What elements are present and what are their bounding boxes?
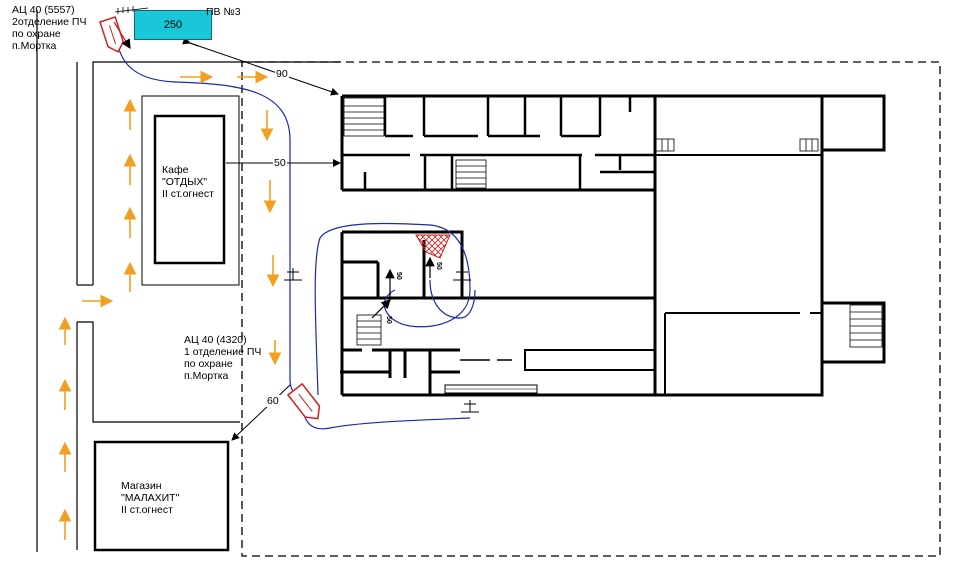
engine-1-line2: 2отделение ПЧ [12,16,87,28]
cafe-building [153,114,226,265]
top-wing-interior [342,96,655,190]
distance-leaders [182,36,341,441]
engine-2-line2: 1 отделение ПЧ [184,346,262,358]
nozzle-mark-1: 50 [395,272,402,280]
fire-engine-2 [286,382,321,420]
shop-line1: Магазин [121,480,162,492]
cafe-line2: "ОТДЫХ" [162,176,208,188]
hydrant-pillar-2 [453,268,471,281]
lower-stair [356,314,382,346]
road-lines [36,10,340,552]
cafe-line1: Кафе [162,164,189,176]
hydrant-pillar-1 [284,268,302,281]
shop-line2: "МАЛАХИТ" [121,492,180,504]
main-building-walls [340,94,886,397]
engine-1-line4: п.Мортка [12,40,57,52]
nozzle-mark-2: 50 [435,262,442,270]
lower-corridor [444,349,656,394]
engine-2-line3: по охране [184,358,233,370]
hydrant-pillar-3 [461,400,479,413]
fire-engine-1 [99,16,125,53]
hose-lines [114,29,476,430]
distance-90: 90 [275,68,289,80]
lower-wing-walls [340,230,655,395]
stair-right [849,304,883,348]
stair-top-middle [455,159,487,189]
hall-stairs [655,138,819,152]
cafe-outer-area [141,95,240,286]
fire-engine-1-hose-tick [114,6,149,14]
nozzle-mark-3: 50 [385,316,392,324]
engine-2-line4: п.Мортка [184,370,229,382]
engine-2-label: АЦ 40 (4320) 1 отделение ПЧ по охране п.… [184,334,261,382]
engine-1-line1: АЦ 40 (5557) [12,4,75,16]
cafe-line3: II ст.огнест [162,188,214,200]
engine-1-line3: по охране [12,28,61,40]
route-arrows [58,70,282,540]
hall-interior [655,154,822,395]
distance-60: 60 [266,395,280,407]
shop-line3: II ст.огнест [121,504,173,516]
stair-top-left [343,97,385,137]
fire-hydrant-box: 250 [134,10,212,40]
shop-label: Магазин "МАЛАХИТ" II ст.огнест [121,480,179,516]
fire-engine-1-arrow [113,21,131,50]
site-boundary [241,61,941,557]
shop-building [93,440,230,552]
engine-2-line1: АЦ 40 (4320) [184,334,247,346]
engine-1-label: АЦ 40 (5557) 2отделение ПЧ по охране п.М… [12,4,86,52]
nozzle-arrows [371,256,435,319]
distance-50: 50 [273,157,287,169]
fire-source-hatch [415,234,451,259]
cafe-label: Кафе "ОТДЫХ" II ст.огнест [162,164,214,200]
hydrant-label: ПВ №3 [206,6,241,18]
hydrant-value: 250 [163,19,183,31]
